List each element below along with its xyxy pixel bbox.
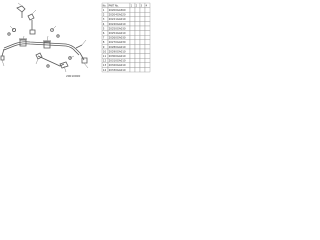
table-cell [129, 25, 136, 31]
table-cell [139, 16, 146, 22]
table-cell [139, 21, 146, 27]
table-cell [129, 30, 136, 36]
table-row-number: 8 [103, 40, 105, 44]
table-cell [134, 44, 141, 50]
table-cell [139, 53, 146, 59]
table-row-part-number: 20270GA030 [109, 40, 126, 44]
table-cell [129, 48, 136, 54]
table-cell [129, 16, 136, 22]
table-row-number: 14 [103, 68, 107, 72]
table-row-number: 2 [103, 13, 105, 17]
table-row-part-number: 20200GA560 [109, 8, 126, 12]
table-row-part-number: 20204GA020 [109, 13, 126, 17]
table-row-part-number: 20260GA030 [109, 36, 126, 40]
table-header-label: No. [103, 4, 107, 7]
table-cell [134, 35, 141, 40]
table-row-part-number: 20320GA010 [109, 63, 126, 67]
table-cell [134, 30, 141, 36]
table-cell [144, 67, 151, 73]
table-row-number: 4 [103, 22, 105, 26]
table-row-number: 6 [103, 31, 105, 35]
table-cell [134, 21, 141, 27]
table-cell [134, 12, 141, 17]
table-cell [139, 35, 146, 40]
table-row-part-number: 20330GA010 [109, 68, 126, 72]
table-cell [134, 58, 141, 63]
table-row-part-number: 20310GA010 [109, 59, 126, 63]
table-cell [144, 30, 151, 36]
table-cell [134, 62, 141, 68]
table-cell [139, 7, 146, 13]
table-cell [134, 7, 141, 13]
table-cell [139, 39, 146, 45]
table-row-number: 9 [103, 45, 105, 49]
table-row-part-number: 20240GA010 [109, 22, 126, 26]
table-row-part-number: 20280GA010 [109, 45, 126, 49]
table-cell [144, 44, 151, 50]
table-row-number: 3 [103, 17, 105, 21]
table-cell [129, 12, 136, 17]
table-cell [139, 58, 146, 63]
table-cell [144, 58, 151, 63]
table-cell [144, 25, 151, 31]
table-header-label: 1 [131, 4, 133, 7]
table-cell [134, 25, 141, 31]
table-row-number: 10 [103, 49, 107, 53]
table-cell [129, 53, 136, 59]
table-cell [134, 67, 141, 73]
table-cell [134, 39, 141, 45]
table-header-label: 3 [141, 4, 143, 7]
table-cell [129, 21, 136, 27]
table-row-number: 5 [103, 26, 105, 30]
table-cell [134, 53, 141, 59]
table-cell [139, 44, 146, 50]
table-cell [144, 12, 151, 17]
table-cell [139, 25, 146, 31]
table-header-label: 4 [146, 4, 148, 7]
table-cell [129, 67, 136, 73]
table-row-number: 1 [103, 8, 105, 12]
table-row-number: 7 [103, 36, 105, 40]
table-cell [139, 62, 146, 68]
table-row-part-number: 20254GA010 [109, 31, 126, 35]
table-cell [144, 53, 151, 59]
table-cell [129, 58, 136, 63]
table-row-part-number: 20221GA010 [109, 17, 126, 21]
table-cell [129, 35, 136, 40]
table-row-part-number: 20300GA010 [109, 54, 126, 58]
part-number: 20010000 [66, 74, 80, 78]
table-cell [144, 48, 151, 54]
table-cell [139, 12, 146, 17]
table-row-number: 12 [103, 59, 107, 63]
table-header-label: PART No. [109, 4, 119, 7]
table-cell [129, 44, 136, 50]
table-row-number: 11 [103, 54, 107, 58]
table-cell [144, 35, 151, 40]
table-row-part-number: 20290GA010 [109, 49, 126, 53]
exploded-view [0, 2, 89, 73]
table-cell [139, 30, 146, 36]
table-cell [129, 7, 136, 13]
table-row-part-number: 20250GA030 [109, 26, 126, 30]
table-cell [134, 48, 141, 54]
table-cell [139, 67, 146, 73]
table-cell [144, 39, 151, 45]
table-cell [134, 16, 141, 22]
table-cell [129, 62, 136, 68]
table-cell [144, 7, 151, 13]
table-cell [144, 21, 151, 27]
table-row-number: 13 [103, 63, 107, 67]
table-cell [144, 16, 151, 22]
table-cell [129, 39, 136, 45]
table-cell [144, 62, 151, 68]
table-header-label: 2 [136, 4, 138, 7]
table-cell [139, 48, 146, 54]
